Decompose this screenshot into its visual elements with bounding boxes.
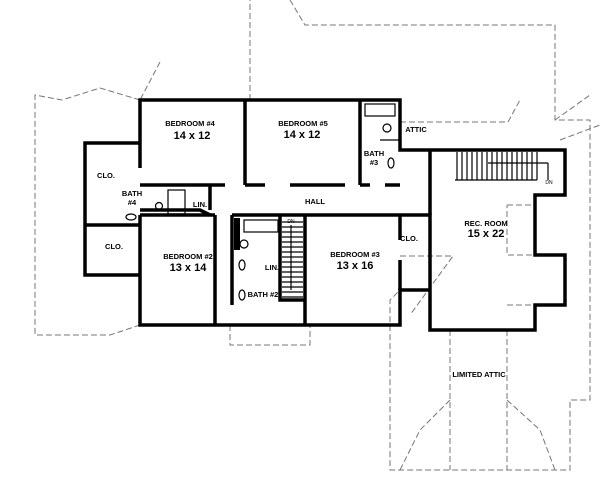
room-label-linen-1: LIN. <box>193 200 207 209</box>
room-label-closet-right: CLO. <box>400 234 418 243</box>
room-label-bedroom2: BEDROOM #2 <box>163 252 213 261</box>
room-label-bath3: BATH <box>364 149 384 158</box>
toilet-icon <box>154 201 164 211</box>
room-label-closet-top-left: CLO. <box>97 171 115 180</box>
room-label-limited-attic: LIMITED ATTIC <box>452 370 506 379</box>
room-label-bath3-num: #3 <box>370 158 378 167</box>
stairs-main <box>282 221 303 298</box>
sink-icon <box>238 289 246 301</box>
sink-icon <box>387 157 395 169</box>
room-label-bath2: BATH #2 <box>248 290 279 299</box>
sink-icon <box>238 259 246 271</box>
room-label-closet-bottom-left: CLO. <box>105 242 123 251</box>
stair-down-label-2: DN <box>545 180 553 186</box>
room-label-bath4: BATH <box>122 189 142 198</box>
interior-walls <box>138 100 432 325</box>
toilet-icon <box>239 239 249 249</box>
room-label-rec-room: REC. ROOM <box>464 219 507 228</box>
sink-icon <box>125 213 137 221</box>
room-size-bedroom4: 14 x 12 <box>174 130 211 142</box>
bathtub-icon <box>167 189 186 215</box>
room-label-bedroom3: BEDROOM #3 <box>330 250 380 259</box>
room-size-rec-room: 15 x 22 <box>468 228 505 240</box>
room-label-linen-2: LIN. <box>265 263 279 272</box>
toilet-icon <box>382 123 392 133</box>
room-label-bath4-num: #4 <box>128 198 137 207</box>
room-size-bedroom5: 14 x 12 <box>284 129 321 141</box>
room-label-bedroom5: BEDROOM #5 <box>278 119 328 128</box>
room-label-attic: ATTIC <box>405 125 427 134</box>
stair-down-label-1: DN <box>287 219 295 225</box>
fixtures <box>125 103 396 301</box>
room-label-bedroom4: BEDROOM #4 <box>165 119 215 128</box>
bathtub-icon <box>243 219 279 233</box>
room-size-bedroom3: 13 x 16 <box>337 260 374 272</box>
stairs-rec-room <box>455 152 549 181</box>
room-size-bedroom2: 13 x 14 <box>170 262 208 274</box>
bathtub-icon <box>364 103 396 117</box>
roof-outline <box>34 0 600 471</box>
room-label-hall: HALL <box>305 197 325 206</box>
exterior-walls <box>83 98 567 332</box>
